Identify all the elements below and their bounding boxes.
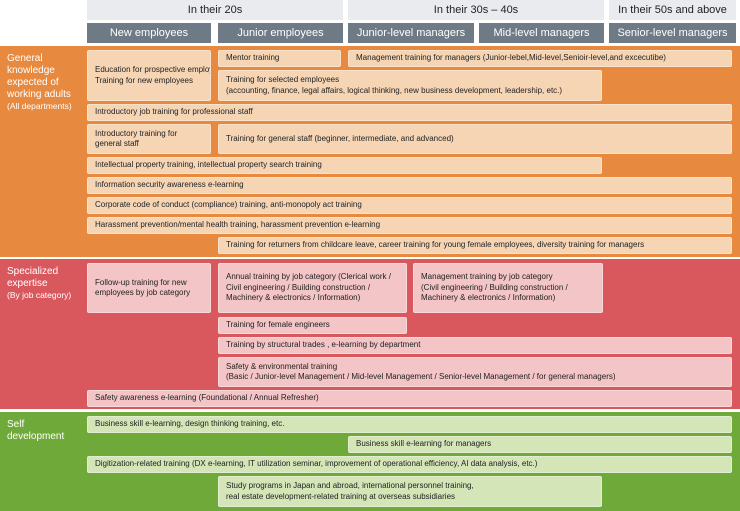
training-box: Harassment prevention/mental health trai… <box>87 217 732 234</box>
box-line: (Basic / Junior-level Management / Mid-l… <box>226 372 616 381</box>
box-line: employees by job category <box>95 288 191 297</box>
box-line: Machinery & electronics / Information) <box>421 293 556 303</box>
training-box: Introductory training for general staff <box>87 124 211 154</box>
section-subtitle: (All departments) <box>7 101 72 111</box>
box-line: Harassment prevention/mental health trai… <box>95 220 381 230</box>
box-line: real estate development-related training… <box>226 491 456 501</box>
level-junior-employees: Junior employees <box>218 23 343 43</box>
training-box: Follow-up training for new employees by … <box>87 263 211 313</box>
training-box: Intellectual property training, intellec… <box>87 157 602 174</box>
section-title: General knowledge expected of working ad… <box>7 53 71 100</box>
level-junior-managers: Junior-level managers <box>348 23 474 43</box>
section-title-self: Self development <box>0 419 84 443</box>
training-box: Education for prospective employees Trai… <box>87 50 211 101</box>
training-box: Training by structural trades , e-learni… <box>218 337 732 354</box>
self-development-section: Self development Business skill e-learni… <box>0 412 740 511</box>
box-line: Education for prospective employees <box>95 65 210 74</box>
age-group-30s-40s: In their 30s – 40s <box>348 0 604 20</box>
box-line: Intellectual property training, intellec… <box>95 160 322 170</box>
training-box: Introductory job training for profession… <box>87 104 732 121</box>
box-line: Training for female engineers <box>226 320 330 330</box>
level-label: New employees <box>109 27 189 39</box>
level-label: Junior-level managers <box>356 27 466 39</box>
box-line: (accounting, finance, legal affairs, log… <box>226 85 563 95</box>
training-box: Management training for managers (Junior… <box>348 50 732 67</box>
level-mid-managers: Mid-level managers <box>479 23 604 43</box>
training-box: Safety awareness e-learning (Foundationa… <box>87 390 732 407</box>
training-box: Business skill e-learning, design thinki… <box>87 416 732 433</box>
training-box: Study programs in Japan and abroad, inte… <box>218 476 602 507</box>
box-line: Training for new employees <box>95 75 193 85</box>
box-line: Management training for managers (Junior… <box>356 53 666 63</box>
training-box: Mentor training <box>218 50 341 67</box>
box-line: Mentor training <box>226 53 280 63</box>
box-line: Corporate code of conduct (compliance) t… <box>95 200 362 210</box>
box-line: Training by structural trades , e-learni… <box>226 340 421 350</box>
training-box: Training for returners from childcare le… <box>218 237 732 254</box>
age-group-label: In their 50s and above <box>618 4 727 16</box>
training-box: Information security awareness e-learnin… <box>87 177 732 194</box>
box-line: Civil engineering / Building constructio… <box>226 282 371 292</box>
age-group-50s-above: In their 50s and above <box>609 0 736 20</box>
level-label: Senior-level managers <box>617 27 728 39</box>
level-senior-managers: Senior-level managers <box>609 23 736 43</box>
box-line: Follow-up training for new <box>95 277 187 287</box>
box-line: Safety & environmental training <box>226 361 338 371</box>
box-line: Business skill e-learning, design thinki… <box>95 419 285 429</box>
age-group-label: In their 20s <box>187 4 243 16</box>
age-group-label: In their 30s – 40s <box>433 4 519 16</box>
box-line: Business skill e-learning for managers <box>356 439 492 449</box>
box-line: Machinery & electronics / Information) <box>226 293 361 303</box>
training-box: Business skill e-learning for managers <box>348 436 732 453</box>
general-knowledge-section: General knowledge expected of working ad… <box>0 46 740 257</box>
training-box: Digitization-related training (DX e-lear… <box>87 456 732 473</box>
level-label: Junior employees <box>237 27 324 39</box>
training-box: Safety & environmental training (Basic /… <box>218 357 732 387</box>
training-box: Training for female engineers <box>218 317 407 334</box>
box-line: Study programs in Japan and abroad, inte… <box>226 481 474 490</box>
section-title-specialized: Specialized expertise (By job category) <box>0 266 84 301</box>
training-box: Management training by job category (Civ… <box>413 263 603 313</box>
section-title-general: General knowledge expected of working ad… <box>0 53 84 112</box>
training-box: Training for general staff (beginner, in… <box>218 124 732 154</box>
training-box: Corporate code of conduct (compliance) t… <box>87 197 732 214</box>
box-line: Digitization-related training (DX e-lear… <box>95 459 538 469</box>
box-line: Introductory job training for profession… <box>95 107 253 117</box>
training-box: Annual training by job category (Clerica… <box>218 263 407 313</box>
box-line: Annual training by job category (Clerica… <box>226 272 391 282</box>
section-title: Self development <box>7 419 65 442</box>
box-line: Management training by job category <box>421 272 553 282</box>
box-line: Training for selected employees <box>226 75 340 84</box>
section-subtitle: (By job category) <box>7 290 72 300</box>
box-line: general staff <box>95 139 139 148</box>
age-group-20s: In their 20s <box>87 0 343 20</box>
section-title: Specialized expertise <box>7 266 59 289</box>
box-line: (Civil engineering / Building constructi… <box>421 282 568 292</box>
box-line: Safety awareness e-learning (Foundationa… <box>95 393 319 403</box>
level-label: Mid-level managers <box>493 27 590 39</box>
box-line: Introductory training for <box>95 128 178 138</box>
specialized-expertise-section: Specialized expertise (By job category) … <box>0 259 740 409</box>
box-line: Training for general staff (beginner, in… <box>226 133 454 143</box>
level-new-employees: New employees <box>87 23 211 43</box>
box-line: Information security awareness e-learnin… <box>95 180 244 190</box>
box-line: Training for returners from childcare le… <box>226 240 645 250</box>
training-box: Training for selected employees (account… <box>218 70 602 101</box>
